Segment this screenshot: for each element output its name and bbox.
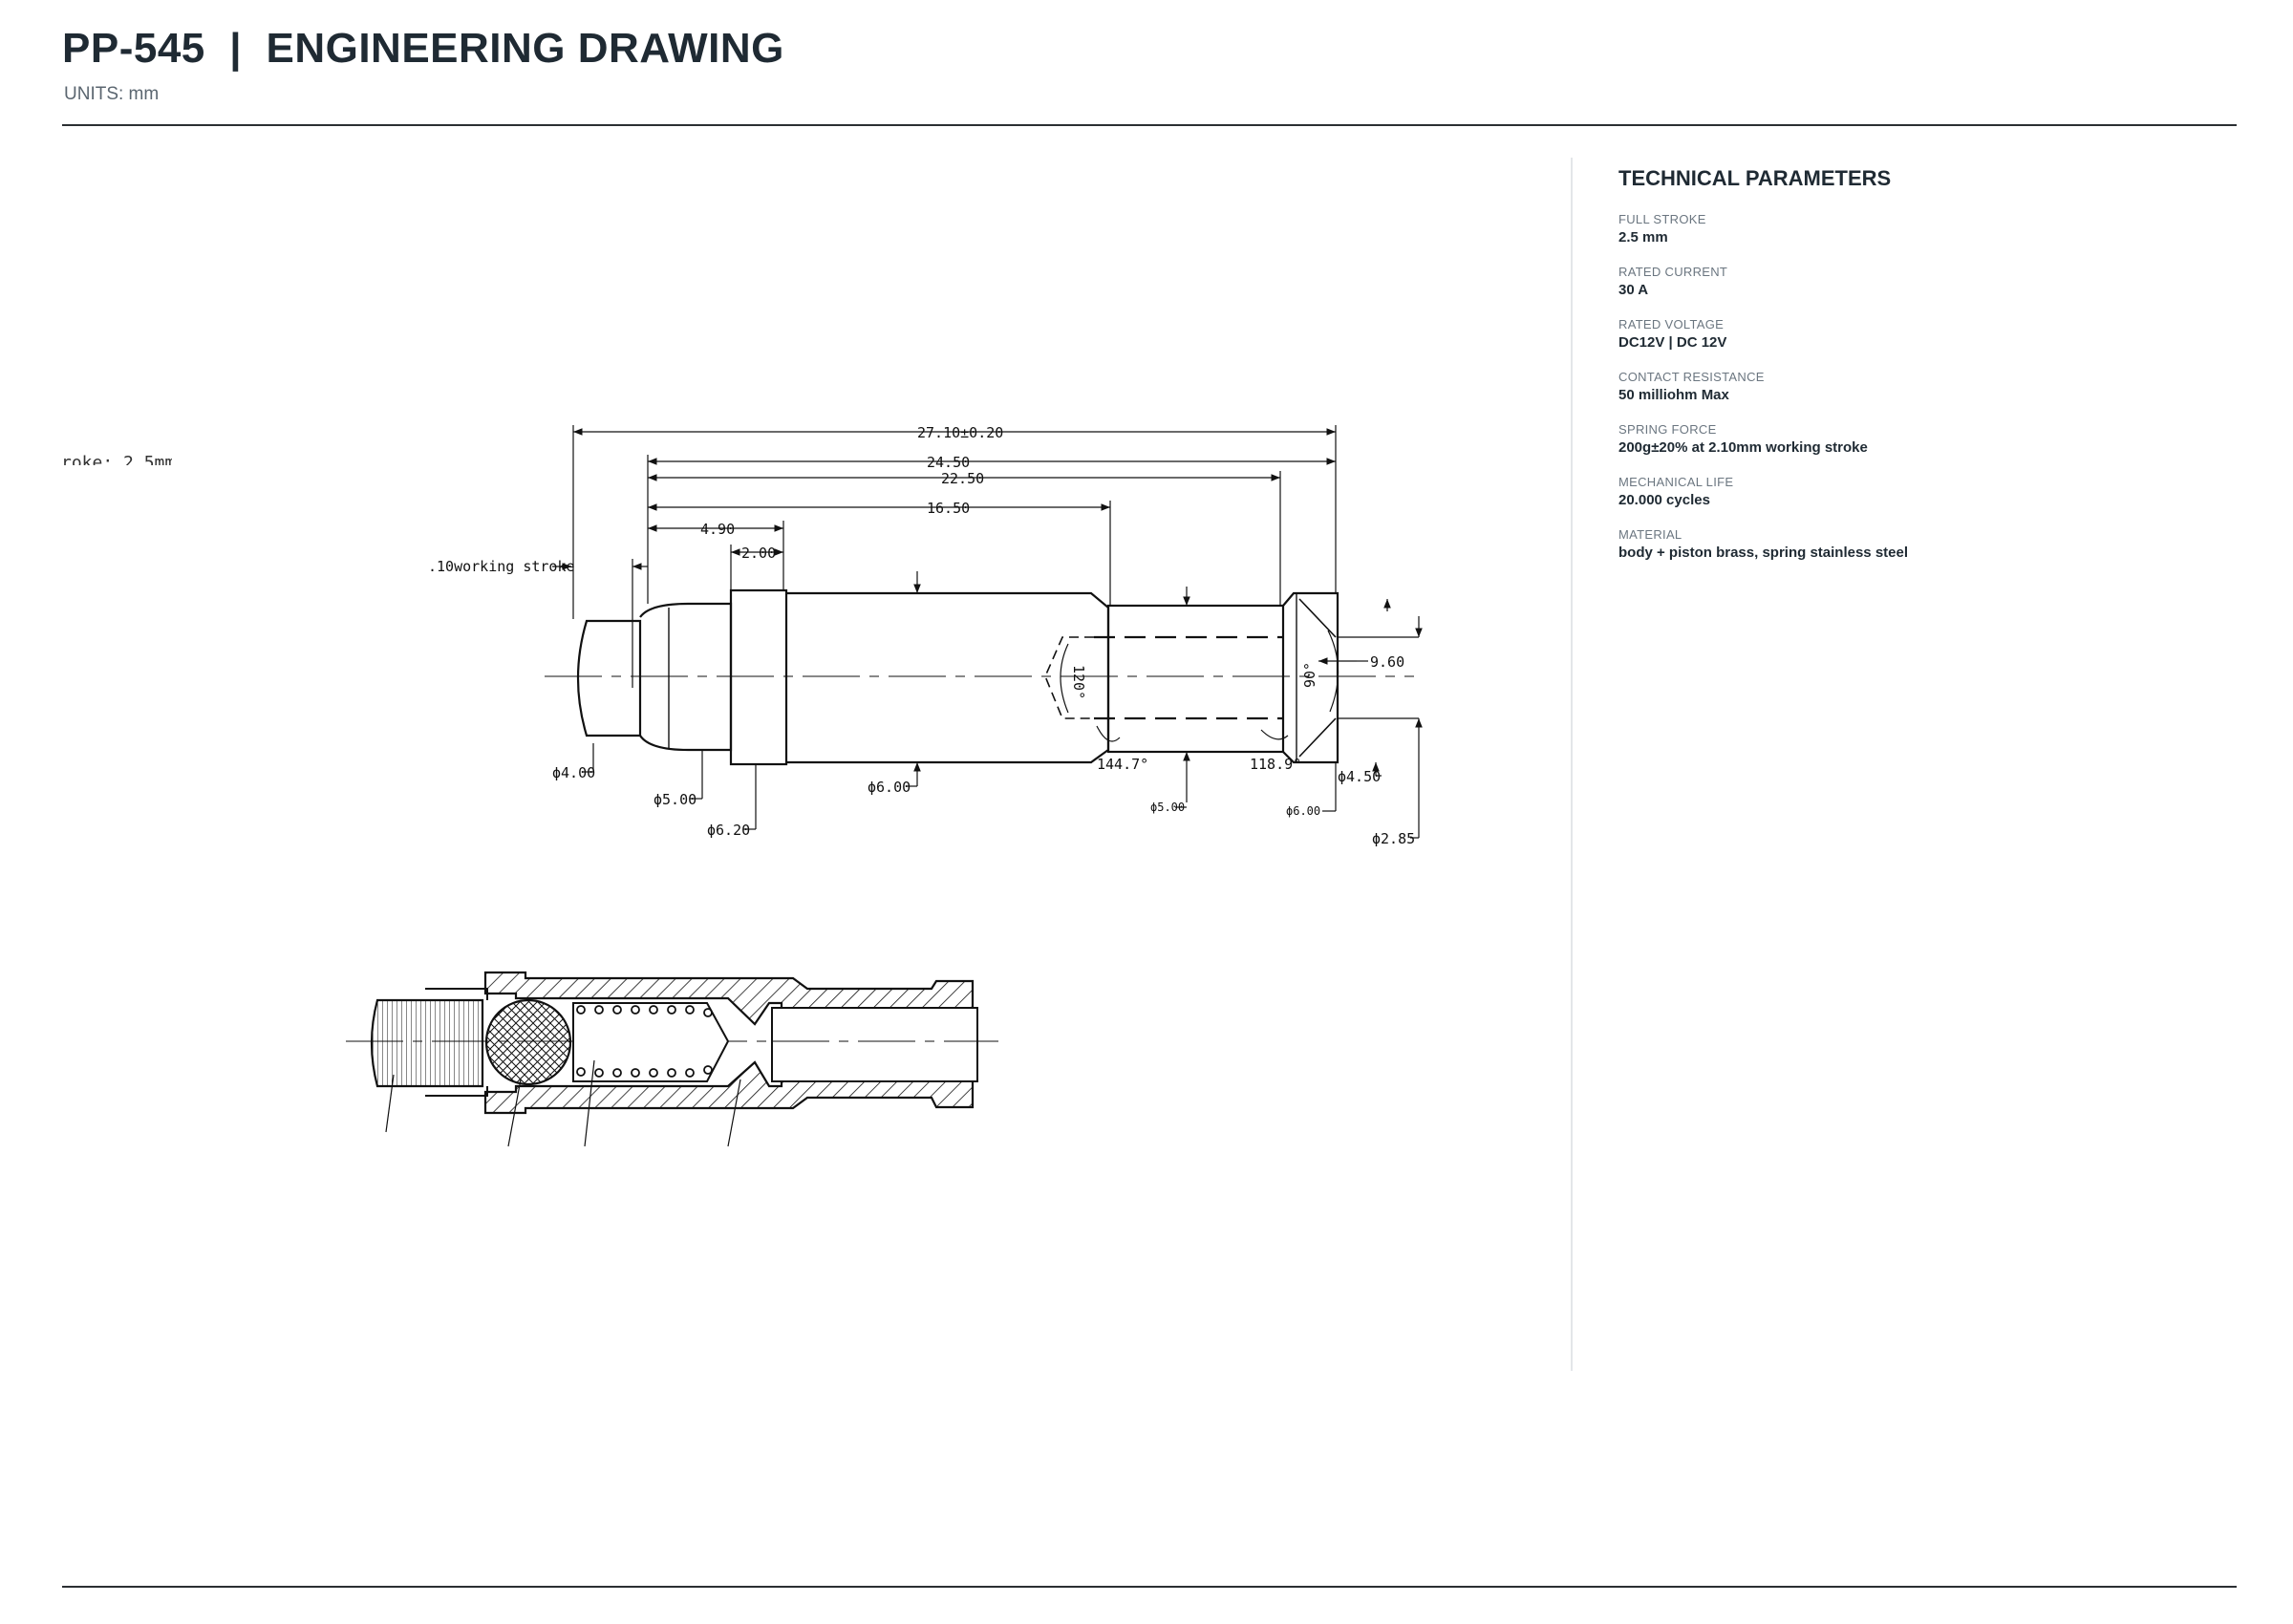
working-stroke-label: .10working stroke xyxy=(428,558,575,575)
param-label: MATERIAL xyxy=(1618,527,1682,542)
diameter-4-00: ϕ4.00 xyxy=(552,764,595,781)
angle-90: 90° xyxy=(1301,662,1318,688)
param-value: 2.5 mm xyxy=(1618,229,1668,246)
param-value: 30 A xyxy=(1618,282,1649,298)
param-rated-voltage: RATED VOLTAGE DC12V | DC 12V xyxy=(1618,317,2211,351)
dim-16-50: 16.50 xyxy=(927,500,970,517)
dim-9-60: 9.60 xyxy=(1370,653,1404,671)
diameter-5-00: ϕ5.00 xyxy=(654,791,696,808)
panel-divider xyxy=(1571,158,1573,1371)
diameter-6-00: ϕ6.00 xyxy=(868,779,911,796)
param-label: RATED CURRENT xyxy=(1618,265,1728,279)
param-value: 20.000 cycles xyxy=(1618,492,1710,508)
param-value: DC12V | DC 12V xyxy=(1618,334,1727,351)
diameter-6-20: ϕ6.20 xyxy=(707,822,750,839)
page-title: PP-545 | ENGINEERING DRAWING xyxy=(62,25,784,72)
param-label: RATED VOLTAGE xyxy=(1618,317,1725,331)
dim-24-50: 24.50 xyxy=(927,454,970,471)
footer-rule xyxy=(62,1586,2237,1588)
param-label: SPRING FORCE xyxy=(1618,422,1717,437)
param-label: FULL STROKE xyxy=(1618,212,1706,226)
diameter-4-50: ϕ4.50 xyxy=(1338,768,1381,785)
units-label: UNITS: mm xyxy=(64,84,160,104)
param-label: MECHANICAL LIFE xyxy=(1618,475,1734,489)
diameter-5-00-neck: ϕ5.00 xyxy=(1150,801,1185,814)
dim-4-90: 4.90 xyxy=(700,521,735,538)
param-mechanical-life: MECHANICAL LIFE 20.000 cycles xyxy=(1618,475,2211,508)
parameters-heading: TECHNICAL PARAMETERS xyxy=(1618,166,1892,190)
angle-144-7: 144.7° xyxy=(1097,756,1148,773)
main-view-outline xyxy=(545,588,1419,766)
param-contact-resistance: CONTACT RESISTANCE 50 milliohm Max xyxy=(1618,370,2211,403)
angle-118-9: 118.9° xyxy=(1250,756,1301,773)
technical-parameters-panel: TECHNICAL PARAMETERS FULL STROKE 2.5 mm … xyxy=(1618,166,2211,580)
param-spring-force: SPRING FORCE 200g±20% at 2.10mm working … xyxy=(1618,422,2211,456)
diameter-6-00-flange: ϕ6.00 xyxy=(1286,804,1320,818)
dim-overall: 27.10±0.20 xyxy=(917,424,1003,441)
spring-coils xyxy=(576,1005,713,1078)
param-full-stroke: FULL STROKE 2.5 mm xyxy=(1618,212,2211,246)
dimension-lines xyxy=(552,425,1423,839)
header-rule xyxy=(62,124,2237,126)
dim-2-00: 2.00 xyxy=(741,545,776,562)
param-value: 50 milliohm Max xyxy=(1618,387,1729,403)
angle-120: 120° xyxy=(1070,665,1087,699)
clipped-stroke-text: roke: 2.5mm xyxy=(61,453,175,473)
param-value: 200g±20% at 2.10mm working stroke xyxy=(1618,439,1868,456)
param-label: CONTACT RESISTANCE xyxy=(1618,370,1765,384)
section-view xyxy=(346,971,998,1147)
param-value: body + piston brass, spring stainless st… xyxy=(1618,545,1909,561)
diameter-2-85: ϕ2.85 xyxy=(1372,830,1415,847)
param-material: MATERIAL body + piston brass, spring sta… xyxy=(1618,527,2211,561)
dim-22-50: 22.50 xyxy=(941,470,984,487)
param-rated-current: RATED CURRENT 30 A xyxy=(1618,265,2211,298)
